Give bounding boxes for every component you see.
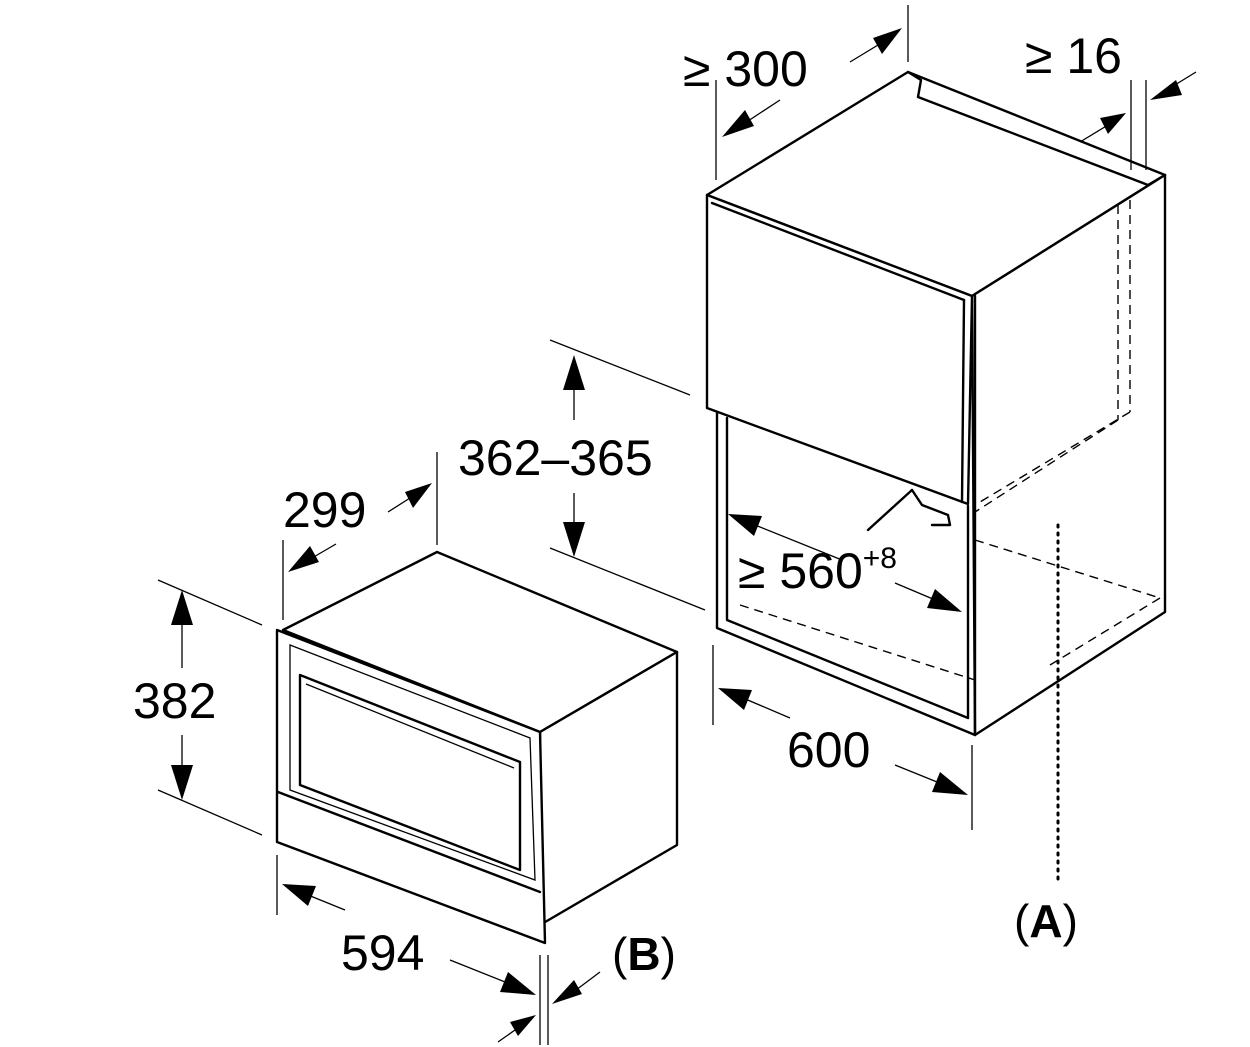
ext-362-bottom (549, 547, 706, 611)
dim-299-line-right (387, 497, 411, 513)
arrow-299-right (405, 483, 432, 508)
arrow-560-right (927, 589, 962, 612)
reference-b: (B) (612, 928, 676, 980)
cabinet-front-panel (705, 193, 974, 506)
appliance-frame (289, 644, 536, 881)
appliance-edge (539, 731, 546, 944)
dim-300-line-left (747, 99, 781, 122)
hidden-edge-7 (739, 604, 976, 681)
vent-slot-line (866, 488, 914, 532)
dim-594-line-right (449, 959, 511, 985)
label-appliance-width: 594 (341, 925, 424, 981)
vent-slot (910, 488, 952, 527)
cabinet (705, 70, 1167, 882)
arrow-600-left (718, 688, 752, 710)
arrow-16-right (1150, 80, 1182, 100)
arrow-b-right (552, 980, 582, 1004)
label-niche-width-value: ≥ 560 (738, 543, 863, 599)
label-niche-depth: ≥ 300 (683, 41, 808, 97)
ext-362-top (549, 339, 691, 396)
label-cabinet-width: 600 (787, 722, 870, 778)
extension-lines (157, 5, 1147, 1045)
arrow-16-left (1100, 113, 1126, 134)
hidden-edge-4 (974, 419, 1119, 513)
label-appliance-depth: 299 (283, 482, 366, 538)
window-inner-edge (305, 683, 515, 769)
appliance-door-window (298, 673, 522, 872)
dimension-arrows (171, 28, 1197, 1043)
label-niche-width-tolerance: +8 (863, 542, 897, 575)
arrow-300-right (873, 28, 902, 54)
reference-a: (A) (1014, 895, 1078, 947)
arrow-362-top (563, 355, 585, 390)
dim-16-line-left (1079, 124, 1109, 143)
arrow-300-left (722, 110, 754, 137)
arrow-362-bottom (563, 522, 585, 557)
dim-300-line-right (849, 44, 879, 63)
dimension-labels: ≥ 300 ≥ 16 362–365 ≥ 560+8 600 299 382 5… (133, 28, 1122, 981)
niche-outline (715, 294, 977, 737)
label-appliance-height: 382 (133, 673, 216, 729)
dim-b-line-left (497, 1029, 516, 1043)
niche-inner (725, 416, 970, 720)
cabinet-front-edge-2 (960, 298, 966, 504)
dim-594-line-left (307, 894, 346, 911)
arrow-594-left (282, 884, 316, 906)
label-niche-height: 362–365 (458, 430, 653, 486)
dim-560-line-left (754, 524, 843, 561)
hidden-edge-5 (974, 539, 1161, 599)
label-niche-width: ≥ 560+8 (738, 542, 897, 599)
hidden-edge-6 (1049, 597, 1161, 666)
arrow-600-right (932, 772, 968, 795)
dim-600-line-left (742, 697, 791, 719)
appliance (275, 550, 679, 945)
dim-600-line-right (894, 764, 943, 785)
dim-b-line-right (575, 971, 601, 991)
dim-299-line-left (311, 543, 337, 559)
ext-382-top (157, 579, 263, 626)
arrow-b-left (510, 1015, 536, 1036)
arrow-382-bottom (171, 765, 193, 800)
control-strip (276, 790, 542, 894)
label-rear-gap: ≥ 16 (1025, 28, 1122, 84)
arrow-594-right (500, 972, 536, 995)
arrow-560-left (728, 514, 762, 536)
ext-382-bottom (157, 789, 263, 836)
hidden-edge-3 (974, 411, 1131, 506)
arrow-382-top (171, 590, 193, 625)
arrow-299-left (288, 546, 319, 572)
cabinet-front-edge (710, 201, 966, 302)
